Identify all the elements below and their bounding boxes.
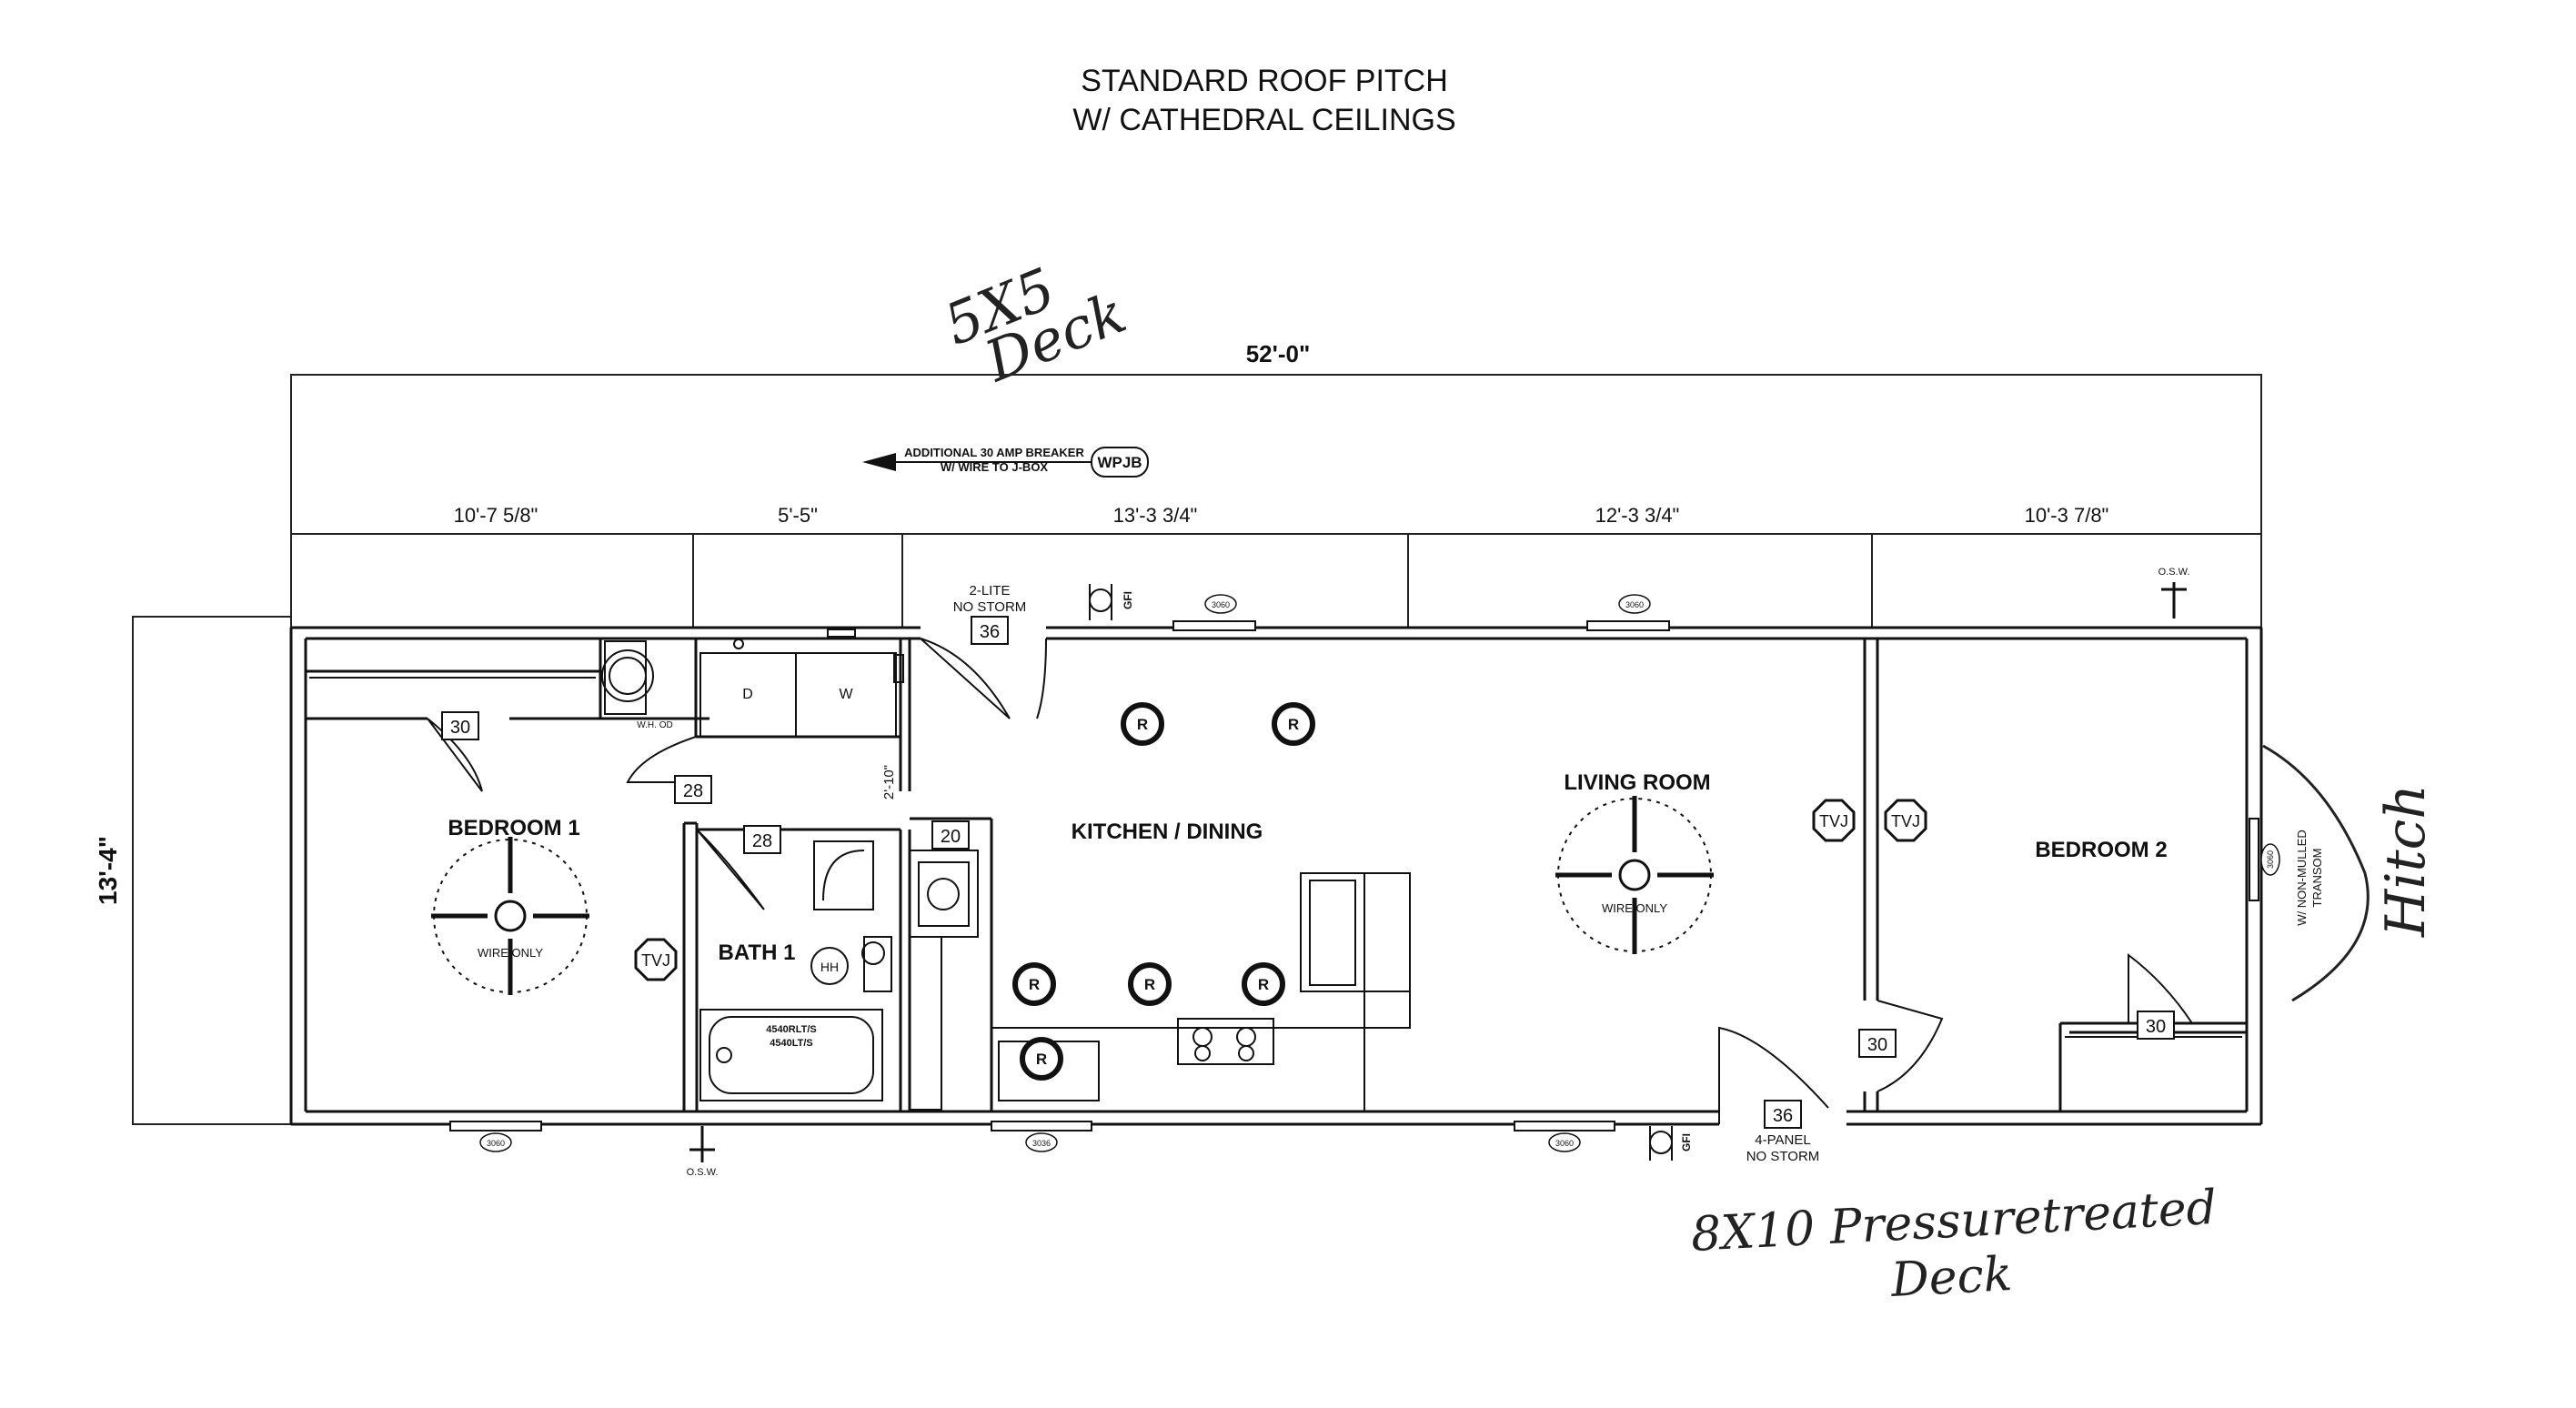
tv-jack-living-2: TVJ xyxy=(1891,812,1920,830)
window-tag-6: 3060 xyxy=(2266,850,2275,869)
segment-dimension-4: 12'-3 3/4" xyxy=(1595,504,1680,527)
rear-door-note-1: 4-PANEL xyxy=(1755,1132,1810,1148)
room-label-bedroom-1: BEDROOM 1 xyxy=(448,816,579,840)
rear-door-note-2: NO STORM xyxy=(1746,1149,1820,1164)
breaker-note-line-2: W/ WIRE TO J-BOX xyxy=(941,460,1049,474)
door-tag-bedroom1-closet: 30 xyxy=(450,718,470,738)
recessed-light-rings xyxy=(1012,702,1315,1081)
door-tag-bedroom2-closet: 30 xyxy=(2146,1017,2166,1037)
transom-note-2: TRANSOM xyxy=(2310,849,2324,908)
recessed-light-2: R xyxy=(1288,716,1299,733)
gfi-label-bottom: GFI xyxy=(1680,1133,1693,1152)
water-heater-label: W.H. OD xyxy=(637,720,672,730)
front-door-note-2: NO STORM xyxy=(953,599,1027,615)
door-swings xyxy=(427,638,2193,1124)
segment-dimension-3: 13'-3 3/4" xyxy=(1113,504,1198,527)
breaker-note-line-1: ADDITIONAL 30 AMP BREAKER xyxy=(904,446,1084,459)
stair-dimension: 2'-10" xyxy=(881,765,897,800)
ceiling-fan-living-icon xyxy=(1555,796,1714,954)
door-tag-rear-entry: 36 xyxy=(1773,1106,1793,1126)
recessed-light-5: R xyxy=(1258,976,1269,993)
tv-jack-shapes xyxy=(634,799,1927,981)
gfi-outlet-icons xyxy=(1089,584,1673,1161)
door-tag-bedroom2: 30 xyxy=(1867,1035,1887,1055)
osw-symbols xyxy=(689,582,2187,1162)
window-tag-3: 3060 xyxy=(487,1139,505,1148)
hitch-pointer-stroke xyxy=(2262,744,2370,1002)
bath-fixtures xyxy=(699,840,892,1101)
window-tag-5: 3060 xyxy=(1555,1139,1574,1148)
handwritten-deck-bottom-label: Deck xyxy=(1889,1247,2014,1308)
door-tag-laundry: 20 xyxy=(941,827,961,847)
tub-line-1: 4540RLT/S xyxy=(766,1024,816,1035)
room-label-bedroom-2: BEDROOM 2 xyxy=(2035,838,2167,862)
door-tag-boxes xyxy=(441,616,2175,1129)
hh-label: HH xyxy=(820,960,839,974)
kitchen-fixtures xyxy=(909,850,1411,1112)
ceiling-fan-bedroom1-icon xyxy=(431,837,589,995)
door-tag-hall: 28 xyxy=(683,781,703,801)
transom-note-1: W/ NON-MULLED xyxy=(2295,830,2309,925)
wpjb-label: WPJB xyxy=(1097,454,1142,471)
dryer-label: D xyxy=(742,687,753,702)
laundry-units xyxy=(699,629,904,738)
door-tag-bath: 28 xyxy=(752,831,772,851)
handwritten-hitch: Hitch xyxy=(2374,784,2438,938)
room-label-living-room: LIVING ROOM xyxy=(1564,770,1710,795)
recessed-light-6: R xyxy=(1036,1051,1047,1068)
room-label-kitchen: KITCHEN / DINING xyxy=(1072,820,1263,844)
gfi-label-top: GFI xyxy=(1122,591,1134,609)
osw-label-bottom: O.S.W. xyxy=(687,1167,719,1178)
ceiling-fan-living-note: WIRE ONLY xyxy=(1602,901,1667,915)
window-tag-4: 3036 xyxy=(1032,1139,1051,1148)
dimension-frame xyxy=(132,374,2262,1125)
window-tag-1: 3060 xyxy=(1212,600,1230,609)
exterior-walls xyxy=(289,626,2263,1126)
title-line-2: W/ CATHEDRAL CEILINGS xyxy=(1072,103,1455,137)
title-line-1: STANDARD ROOF PITCH xyxy=(1081,64,1448,98)
wpjb-box xyxy=(1091,447,1149,478)
washer-label: W xyxy=(839,687,853,702)
door-tag-front-entry: 36 xyxy=(980,622,1000,642)
recessed-light-4: R xyxy=(1144,976,1155,993)
window-tag-ovals xyxy=(479,594,2280,1152)
tv-jack-living-1: TVJ xyxy=(1819,812,1848,830)
appliance-stack xyxy=(601,640,654,715)
tv-jack-bedroom1: TVJ xyxy=(641,951,670,970)
osw-label-top: O.S.W. xyxy=(2158,567,2190,578)
overall-width-dimension: 13'-4" xyxy=(94,836,122,905)
segment-dimension-2: 5'-5" xyxy=(778,504,818,527)
overall-length-dimension: 52'-0" xyxy=(1246,340,1311,367)
exterior-windows xyxy=(449,620,2259,1131)
breaker-arrow xyxy=(862,453,1092,471)
window-tag-2: 3060 xyxy=(1625,600,1644,609)
tub-line-2: 4540LT/S xyxy=(770,1038,813,1049)
recessed-light-3: R xyxy=(1029,976,1040,993)
recessed-light-1: R xyxy=(1137,716,1148,733)
ceiling-fan-bedroom1-note: WIRE ONLY xyxy=(478,946,543,960)
interior-walls xyxy=(306,639,2247,1111)
segment-dimension-5: 10'-3 7/8" xyxy=(2025,504,2109,527)
room-label-bath-1: BATH 1 xyxy=(719,940,796,965)
front-door-note-1: 2-LITE xyxy=(969,583,1010,598)
segment-dimension-1: 10'-7 5/8" xyxy=(454,504,538,527)
